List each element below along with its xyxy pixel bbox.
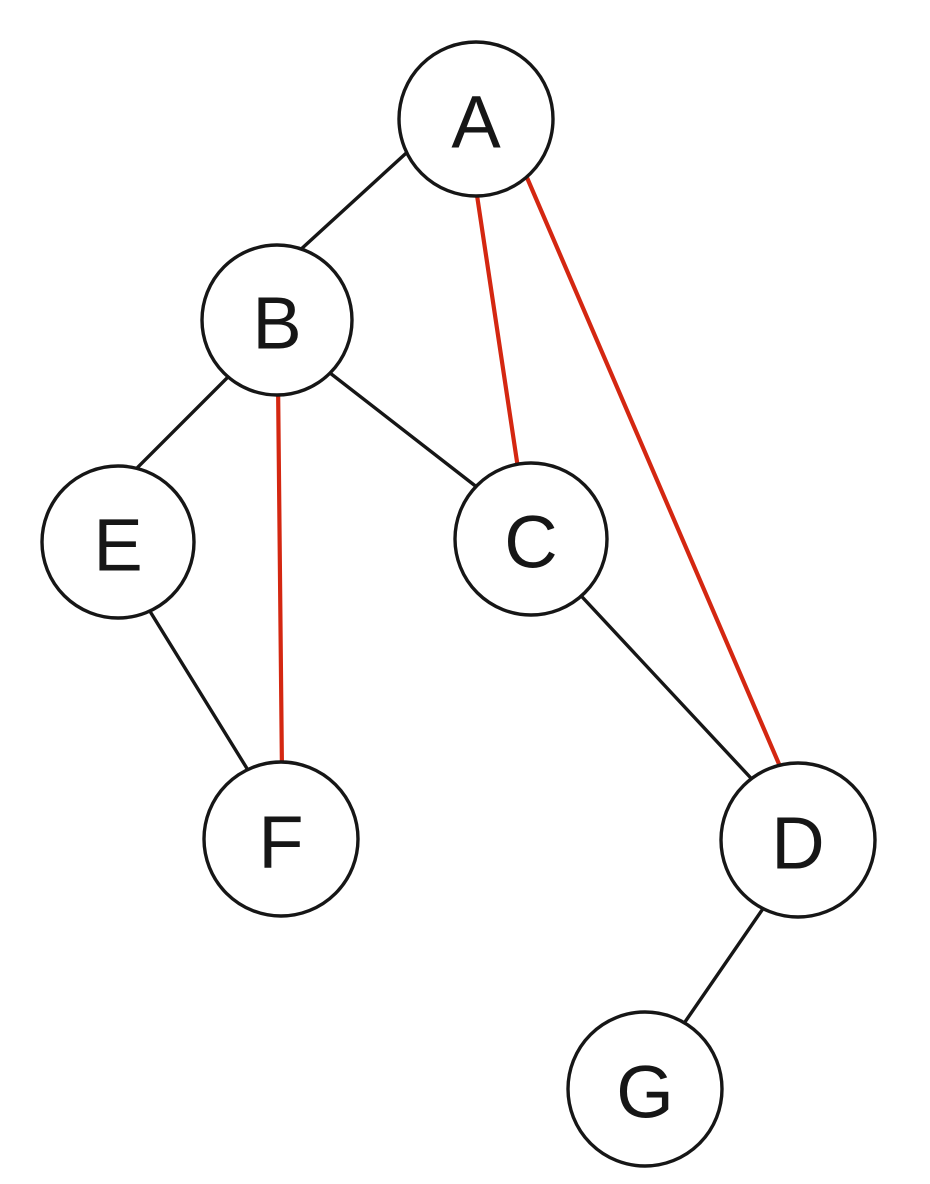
node-G-label: G	[616, 1051, 674, 1134]
node-D-label: D	[771, 802, 824, 885]
node-D: D	[719, 761, 877, 919]
node-F-circle	[202, 760, 360, 918]
edge-D-G	[674, 895, 773, 1037]
node-B: B	[200, 243, 354, 397]
node-B-circle	[200, 243, 354, 397]
node-F: F	[202, 760, 360, 918]
node-A-label: A	[451, 81, 501, 164]
node-F-label: F	[258, 801, 303, 884]
node-E-circle	[40, 464, 196, 620]
edge-B-C	[319, 364, 480, 490]
edge-C-D	[569, 583, 764, 792]
node-E-label: E	[93, 504, 142, 587]
edge-E-F	[141, 598, 253, 777]
node-A-circle	[397, 40, 555, 198]
edge-B-F-highlighted	[275, 377, 285, 777]
edge-A-D-highlighted	[519, 163, 788, 781]
node-G: G	[566, 1010, 724, 1168]
node-B-label: B	[252, 282, 301, 365]
node-D-circle	[719, 761, 877, 919]
edge-A-C-highlighted	[472, 179, 522, 478]
node-G-circle	[566, 1010, 724, 1168]
node-A: A	[397, 40, 555, 198]
node-C-label: C	[504, 501, 557, 584]
edge-B-E	[120, 367, 238, 485]
node-C: C	[453, 461, 609, 617]
node-E: E	[40, 464, 196, 620]
node-C-circle	[453, 461, 609, 617]
edge-A-B	[285, 133, 428, 264]
